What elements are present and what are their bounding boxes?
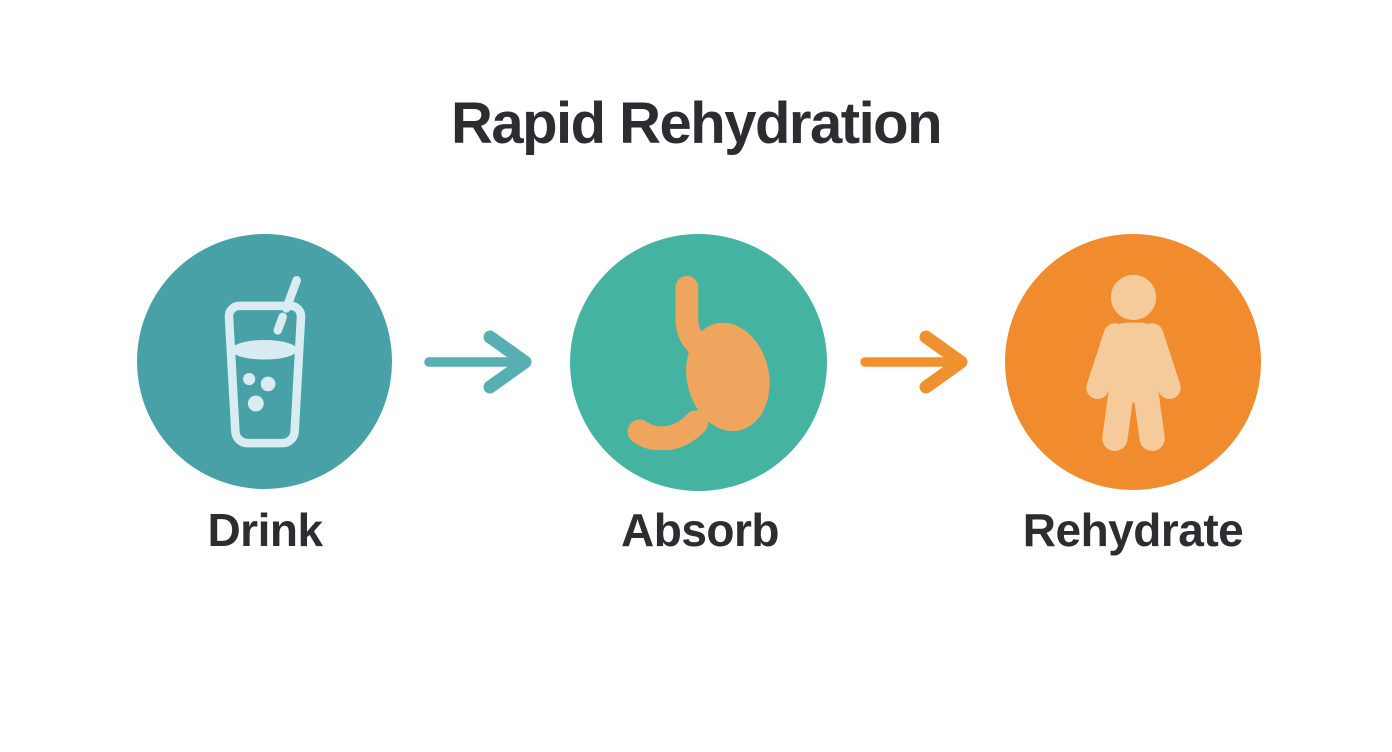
step-label-absorb: Absorb — [621, 504, 780, 556]
water-glass-icon — [224, 275, 305, 447]
step-circle-rehydrate — [1005, 234, 1261, 490]
step-circle-drink — [137, 234, 392, 489]
stomach-icon — [627, 275, 770, 450]
arrow-right-icon — [424, 330, 532, 394]
person-icon — [1085, 274, 1181, 451]
step-label-rehydrate: Rehydrate — [1022, 504, 1244, 556]
page-title: Rapid Rehydration — [450, 91, 943, 156]
arrow-right-icon — [860, 330, 968, 394]
step-label-drink: Drink — [207, 504, 323, 556]
step-circle-absorb — [570, 234, 827, 491]
